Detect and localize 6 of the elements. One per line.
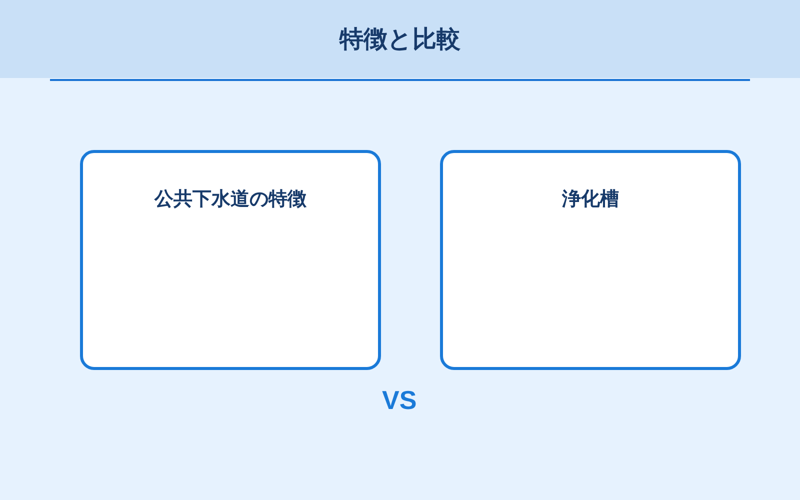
card-box <box>80 150 381 370</box>
card-heading: 浄化槽 <box>562 187 619 212</box>
card-heading: 公共下水道の特徴 <box>154 187 306 212</box>
title: 特徴と比較 <box>340 24 460 54</box>
vs-label: VS <box>382 387 417 413</box>
card-box <box>440 150 741 370</box>
